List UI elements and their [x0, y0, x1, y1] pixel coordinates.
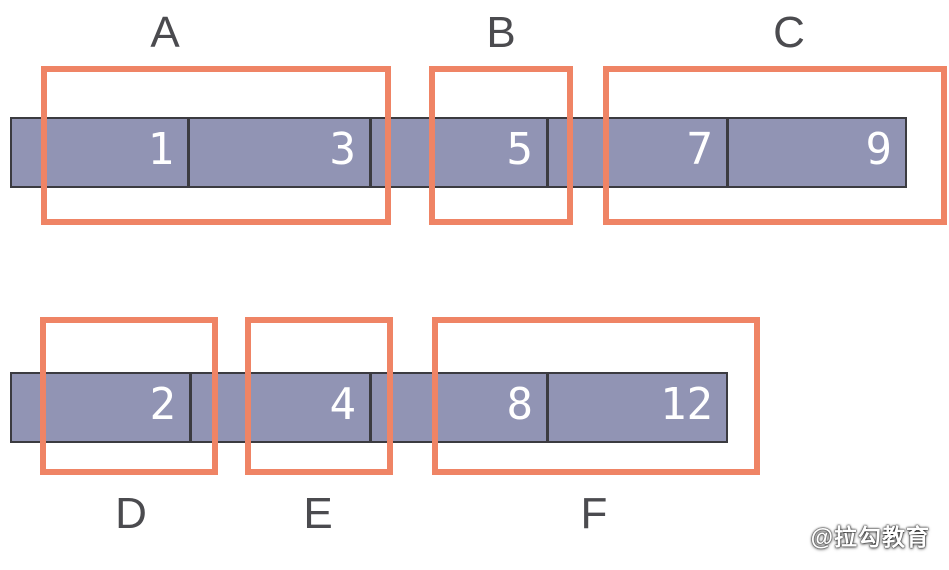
array-cell: 5 — [372, 119, 549, 186]
cell-value: 12 — [660, 378, 713, 430]
group-box-c — [603, 66, 947, 225]
cell-value: 2 — [149, 378, 177, 430]
group-box-e — [245, 317, 393, 475]
watermark: @拉勾教育 — [810, 524, 930, 550]
cell-value: 9 — [865, 123, 893, 175]
group-box-b — [429, 66, 573, 225]
array-cell: 2 — [12, 374, 192, 441]
cell-value: 1 — [147, 123, 175, 175]
group-box-d — [40, 317, 218, 475]
group-label-f: F — [580, 489, 608, 538]
cell-value: 5 — [506, 123, 534, 175]
group-label-e: E — [303, 489, 333, 538]
group-box-a — [41, 66, 391, 225]
group-label-a: A — [150, 8, 180, 57]
array-cell: 12 — [549, 374, 726, 441]
group-label-d: D — [115, 489, 147, 538]
array-cell: 4 — [192, 374, 372, 441]
cell-value: 3 — [329, 123, 357, 175]
array-cell: 7 — [549, 119, 729, 186]
cell-value: 4 — [329, 378, 357, 430]
group-label-b: B — [486, 8, 516, 57]
array-cell: 1 — [12, 119, 190, 186]
group-box-f — [432, 317, 760, 475]
group-label-c: C — [773, 8, 805, 57]
cell-value: 8 — [506, 378, 534, 430]
cell-value: 7 — [686, 123, 714, 175]
array-cell: 8 — [372, 374, 549, 441]
array-cell: 9 — [729, 119, 905, 186]
array-bar-bottom: 2 4 8 12 — [10, 372, 728, 443]
array-cell: 3 — [190, 119, 372, 186]
array-bar-top: 1 3 5 7 9 — [10, 117, 907, 188]
